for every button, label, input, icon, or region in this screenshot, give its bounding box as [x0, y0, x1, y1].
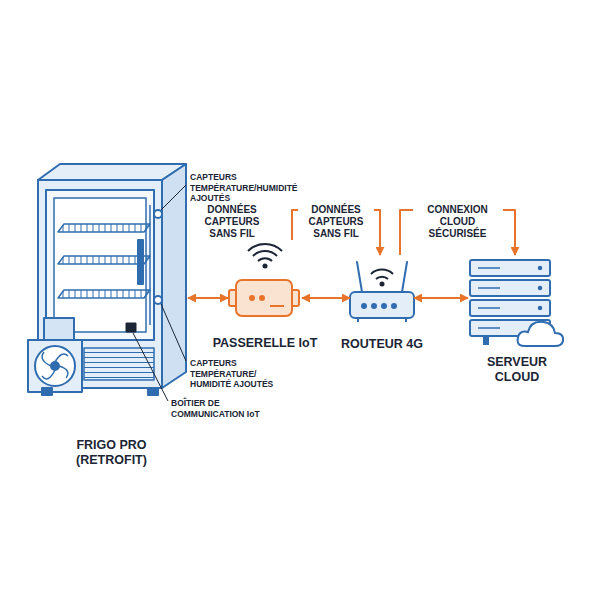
device-name: FRIGO PRO (RETROFIT)	[57, 438, 167, 468]
device-name: ROUTEUR 4G	[327, 337, 437, 352]
data-connector	[400, 210, 515, 255]
callout-label: CAPTEURS TEMPÉRATURE/HUMIDITÉ AJOUTÉS	[190, 172, 318, 204]
signal-label: DONNÉES CAPTEURS SANS FIL	[196, 204, 268, 240]
device-node: PASSERELLE IoT	[228, 240, 302, 324]
data-connector	[414, 297, 468, 299]
connector-label: CONNEXION CLOUD SÉCURISÉE	[413, 203, 503, 241]
gateway-icon	[229, 244, 299, 316]
device-node: ROUTEUR 4G	[350, 255, 414, 325]
fridge-illustration	[28, 164, 186, 395]
data-connector	[302, 297, 350, 299]
server-icon	[470, 260, 563, 346]
device-node: FRIGO PRO (RETROFIT)	[35, 162, 188, 396]
device-node: SERVEUR CLOUD	[468, 255, 566, 349]
callout-label: BOÎTIER DE COMMUNICATION IoT	[171, 398, 295, 419]
data-connector	[292, 210, 380, 255]
device-name: SERVEUR CLOUD	[472, 355, 562, 385]
router-icon	[350, 262, 414, 322]
connector-label: DONNÉES CAPTEURS SANS FIL	[298, 203, 374, 241]
data-connector	[188, 297, 228, 299]
callout-label: CAPTEURS TEMPÉRATURE/ HUMIDITÉ AJOUTÉS	[190, 358, 288, 390]
device-name: PASSERELLE IoT	[200, 336, 330, 351]
leader-lines	[133, 185, 186, 401]
